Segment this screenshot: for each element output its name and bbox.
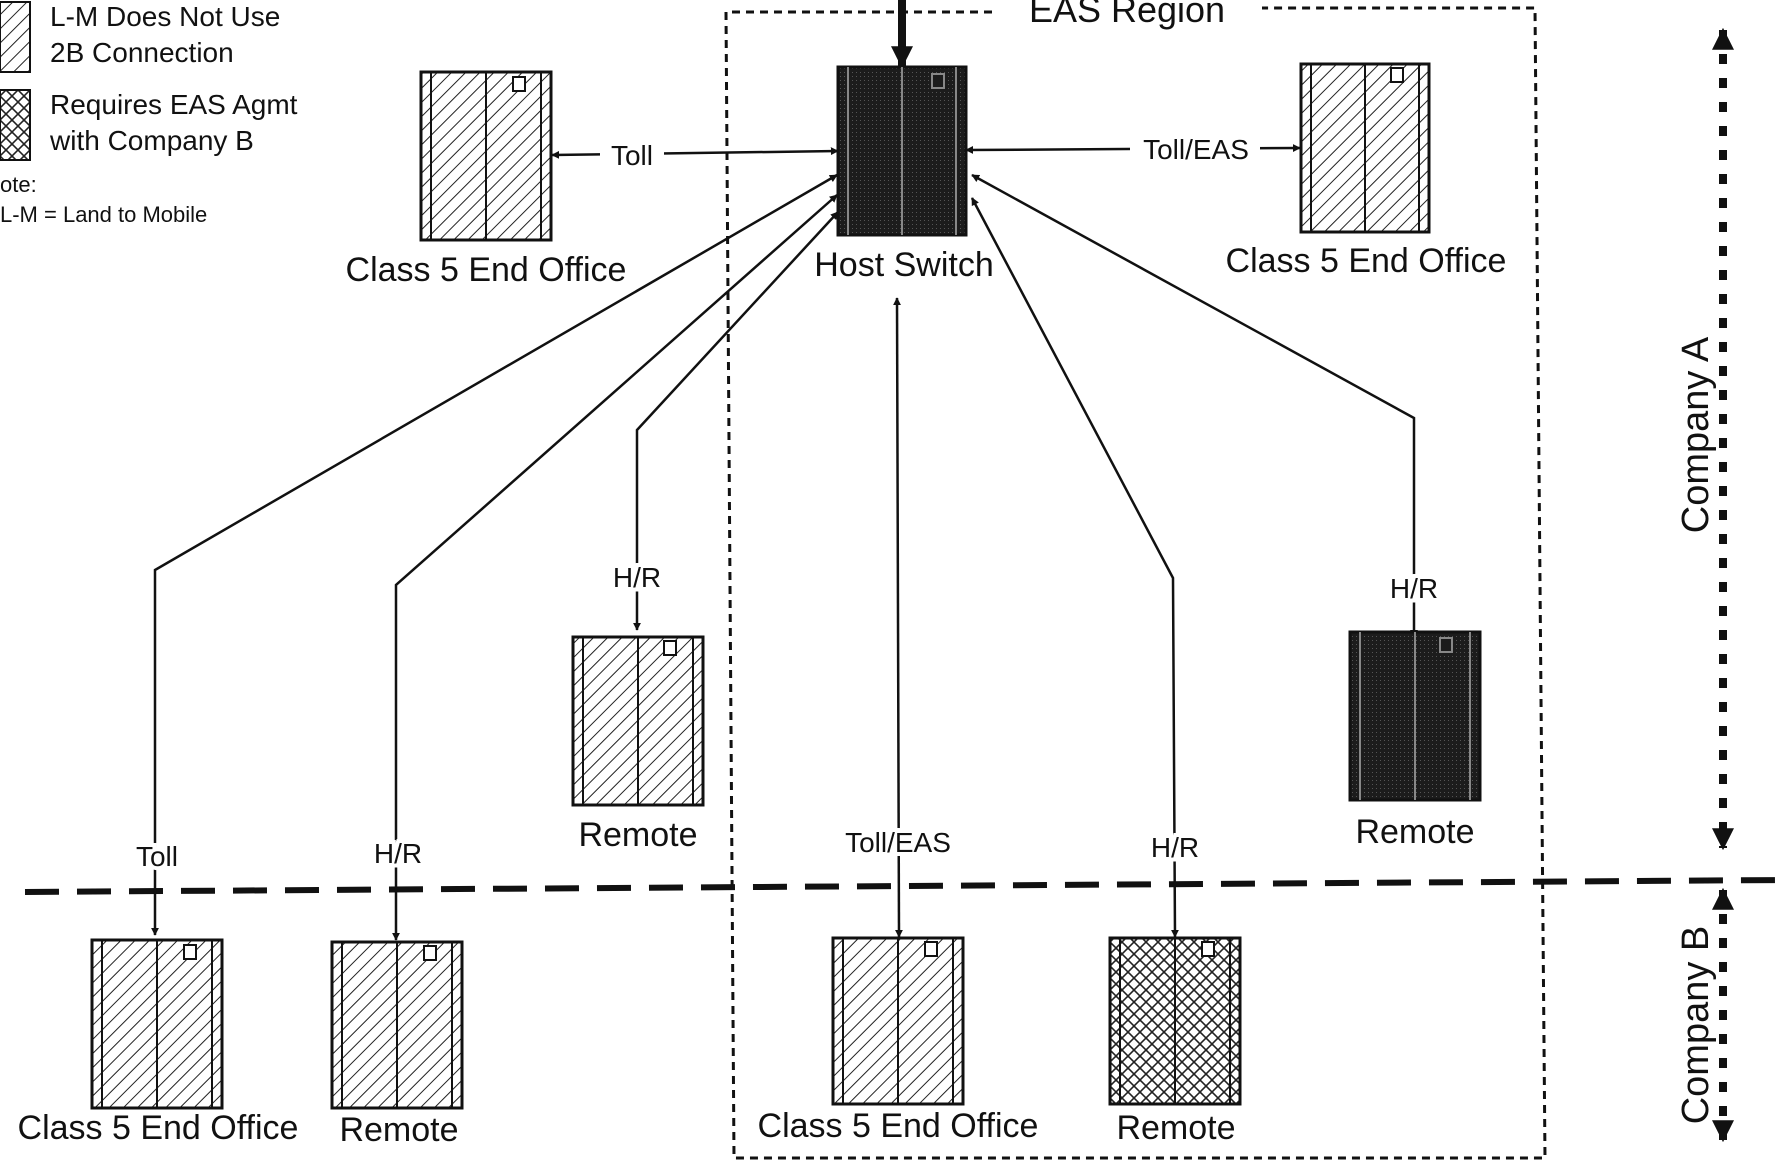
link-tolleas-top-right: Toll/EAS — [965, 130, 1301, 165]
host-switch-node: Host Switch — [814, 65, 994, 284]
link-label-hr-bottom-2: H/R — [374, 838, 422, 869]
link-hr-mid-right — [971, 173, 1418, 638]
remote-mid-left-label: Remote — [578, 816, 697, 854]
legend-item1-line1: L-M Does Not Use — [50, 1, 280, 32]
class5-top-right-label: Class 5 End Office — [1226, 242, 1507, 280]
host-switch-label: Host Switch — [814, 246, 994, 284]
link-toll-top-left: Toll — [551, 138, 839, 172]
remote-bottom-2-label: Remote — [339, 1111, 458, 1149]
remote-mid-left-node: Remote — [571, 635, 705, 854]
class5-top-left-node: Class 5 End Office — [346, 70, 627, 289]
legend-swatch-crosshatch — [0, 89, 31, 161]
class5-top-left-label: Class 5 End Office — [346, 251, 627, 289]
remote-mid-right-node: Remote — [1348, 630, 1482, 851]
legend-note-text: L-M = Land to Mobile — [0, 202, 207, 227]
class5-bottom-3-node: Class 5 End Office — [758, 936, 1039, 1145]
legend-item1-line2: 2B Connection — [50, 37, 234, 68]
link-tolleas-bottom-3 — [893, 297, 903, 938]
link-label-hr-bottom-4: H/R — [1151, 832, 1199, 863]
remote-bottom-4-label: Remote — [1116, 1109, 1235, 1147]
link-label-toll-top-left: Toll — [611, 140, 653, 171]
company-b-label: Company B — [1675, 926, 1717, 1125]
class5-top-right-node: Class 5 End Office — [1226, 62, 1507, 280]
link-label-hr-mid-left: H/R — [613, 562, 661, 593]
company-a-label: Company A — [1675, 336, 1717, 533]
class5-bottom-1-label: Class 5 End Office — [18, 1109, 299, 1147]
class5-bottom-3-label: Class 5 End Office — [758, 1107, 1039, 1145]
company-divider-line — [24, 877, 1786, 895]
eas-region-boundary: EAS Region — [724, 0, 1547, 1160]
link-label-hr-mid-right: H/R — [1390, 573, 1438, 604]
class5-bottom-1-node: Class 5 End Office — [18, 938, 299, 1147]
legend-item2-line1: Requires EAS Agmt — [50, 89, 298, 120]
remote-bottom-4-node: Remote — [1108, 936, 1242, 1147]
link-toll-bottom-1 — [151, 173, 838, 936]
legend-swatch-hatched — [0, 1, 31, 73]
link-label-tolleas-top-right: Toll/EAS — [1143, 134, 1249, 165]
legend-note-title: ote: — [0, 172, 37, 197]
company-axis: Company A Company B — [1675, 27, 1734, 1143]
link-hr-mid-left — [633, 211, 839, 631]
eas-region-title: EAS Region — [1029, 0, 1225, 30]
link-label-tolleas-bottom-3: Toll/EAS — [845, 827, 951, 858]
link-hr-bottom-4 — [970, 197, 1179, 938]
legend: L-M Does Not Use 2B Connection Requires … — [0, 1, 298, 227]
remote-bottom-2-node: Remote — [330, 940, 464, 1149]
link-label-toll-bottom-1: Toll — [136, 841, 178, 872]
remote-mid-right-label: Remote — [1355, 813, 1474, 851]
legend-item2-line2: with Company B — [49, 125, 254, 156]
